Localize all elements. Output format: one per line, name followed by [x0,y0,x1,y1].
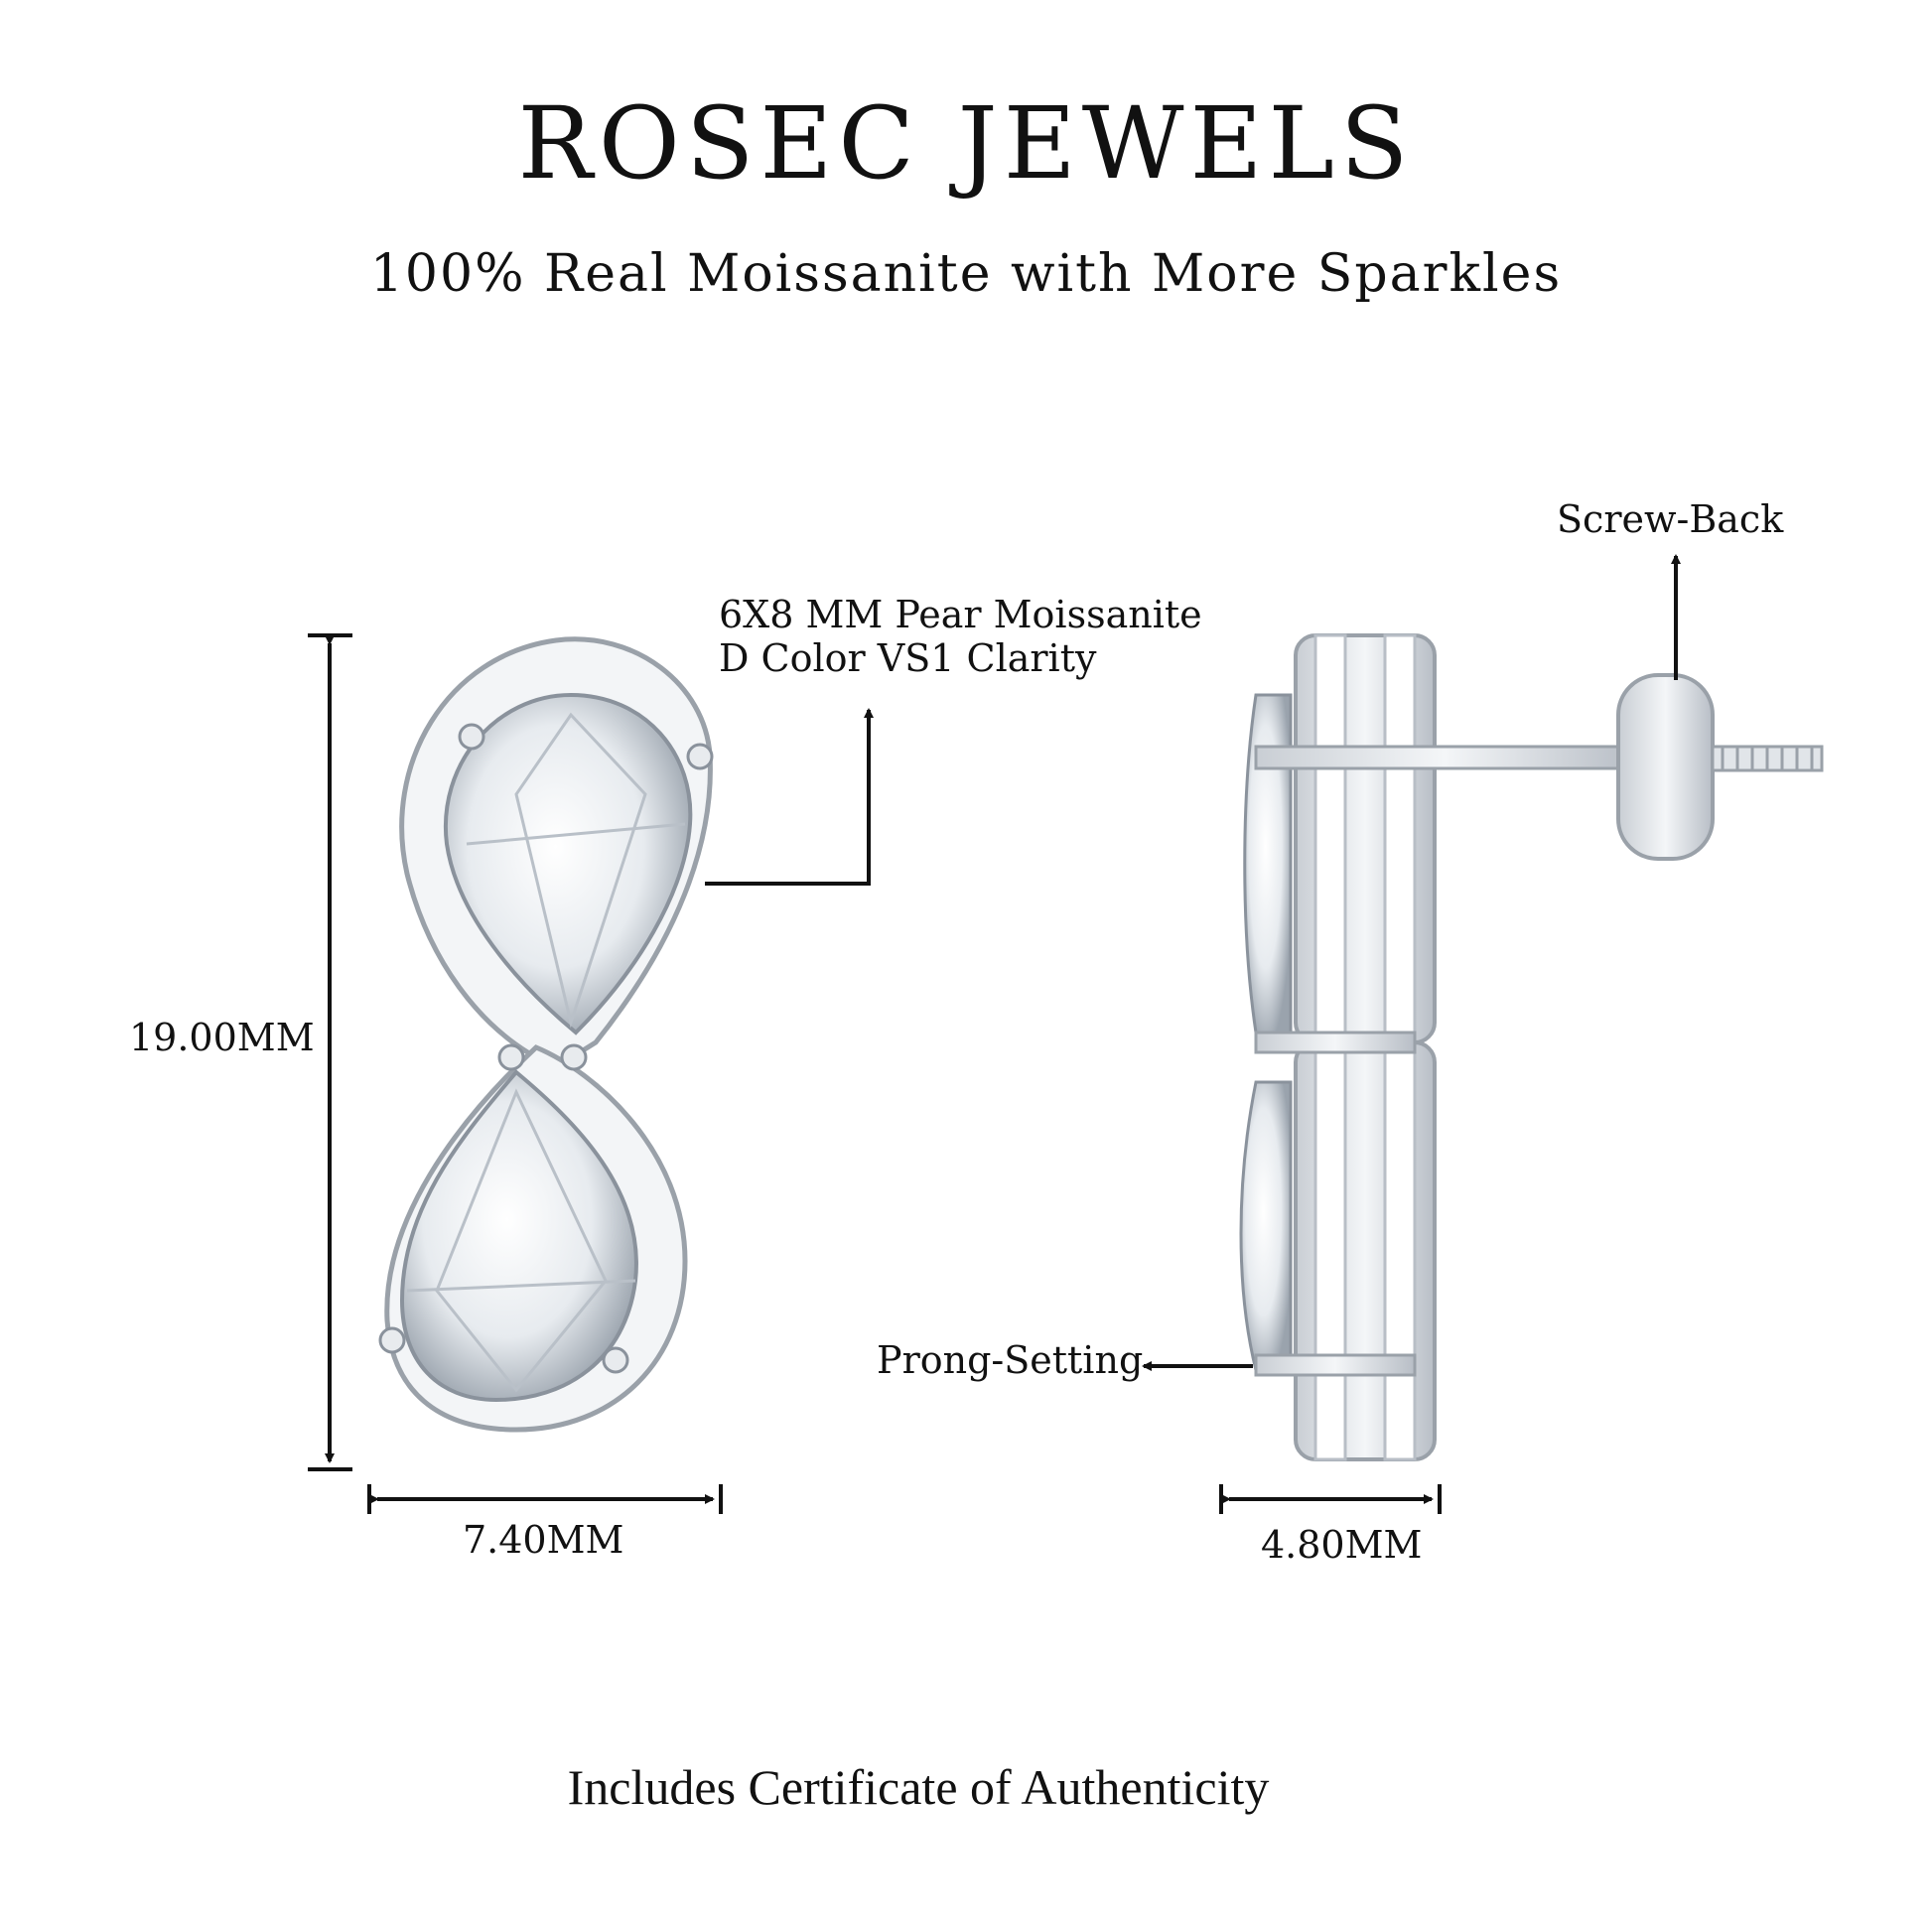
stone-spec-line2: D Color VS1 Clarity [719,635,1097,680]
screw-back-label: Screw-Back [1557,497,1784,541]
width-dimension-label: 7.40MM [463,1518,624,1562]
height-dimension-label: 19.00MM [129,1016,315,1059]
upper-pear-stone [443,692,693,1035]
prong [458,723,485,751]
width-dimension-line [367,1484,723,1514]
prong [497,1043,525,1071]
brand-title: ROSEC JEWELS [517,85,1415,202]
prong [686,743,714,770]
stone-spec-callout: 6X8 MM Pear Moissanite D Color VS1 Clari… [719,593,1202,680]
prong [560,1043,588,1071]
certificate-note: Includes Certificate of Authenticity [567,1759,1270,1815]
side-view-earring [1239,633,1824,1461]
depth-dimension-label: 4.80MM [1261,1523,1423,1567]
lower-pear-stone [399,1069,638,1403]
prong [378,1326,406,1354]
side-lower-stone [1239,1080,1293,1372]
earring-post [1254,745,1635,770]
height-dimension-line [308,633,352,1471]
depth-dimension-line [1219,1484,1442,1514]
tagline: 100% Real Moissanite with More Sparkles [369,244,1563,304]
stone-callout-leader [705,708,874,886]
prong-setting-label: Prong-Setting [877,1338,1144,1382]
front-view-earring [378,636,714,1433]
stone-spec-line1: 6X8 MM Pear Moissanite [719,593,1202,636]
screw-back-nut [1616,673,1715,861]
prong [602,1346,629,1374]
